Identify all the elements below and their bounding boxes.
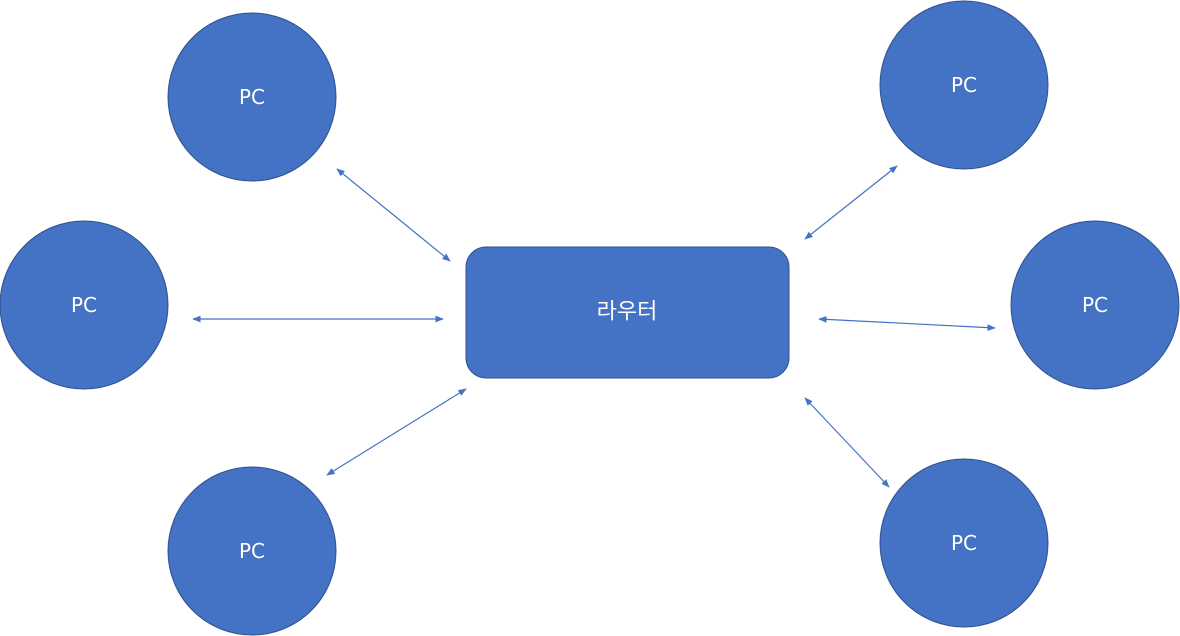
pc-label: PC bbox=[239, 539, 265, 563]
router-label: 라우터 bbox=[597, 300, 658, 325]
link-pc-bottom-left bbox=[326, 388, 467, 476]
pc-circle bbox=[879, 458, 1049, 628]
pc-node-middle-left: PC bbox=[0, 220, 169, 390]
pc-circle bbox=[167, 12, 337, 182]
link-pc-top-right bbox=[804, 165, 898, 240]
pc-circle bbox=[0, 220, 169, 390]
links bbox=[192, 165, 996, 488]
pc-node-top-left: PC bbox=[167, 12, 337, 182]
link-pc-bottom-right bbox=[804, 397, 890, 488]
pc-label: PC bbox=[951, 531, 977, 555]
pc-node-bottom-left: PC bbox=[167, 466, 337, 636]
pc-circle bbox=[1010, 220, 1180, 390]
pc-label: PC bbox=[1082, 293, 1108, 317]
router-box bbox=[465, 246, 790, 379]
link-pc-middle-right bbox=[818, 316, 996, 331]
pc-node-bottom-right: PC bbox=[879, 458, 1049, 628]
pc-node-top-right: PC bbox=[879, 0, 1049, 170]
router-node: 라우터 bbox=[465, 246, 790, 379]
pc-label: PC bbox=[71, 293, 97, 317]
pc-label: PC bbox=[239, 85, 265, 109]
pc-node-middle-right: PC bbox=[1010, 220, 1180, 390]
link-pc-top-left bbox=[336, 168, 451, 262]
pc-circle bbox=[167, 466, 337, 636]
pc-circle bbox=[879, 0, 1049, 170]
pc-label: PC bbox=[951, 73, 977, 97]
